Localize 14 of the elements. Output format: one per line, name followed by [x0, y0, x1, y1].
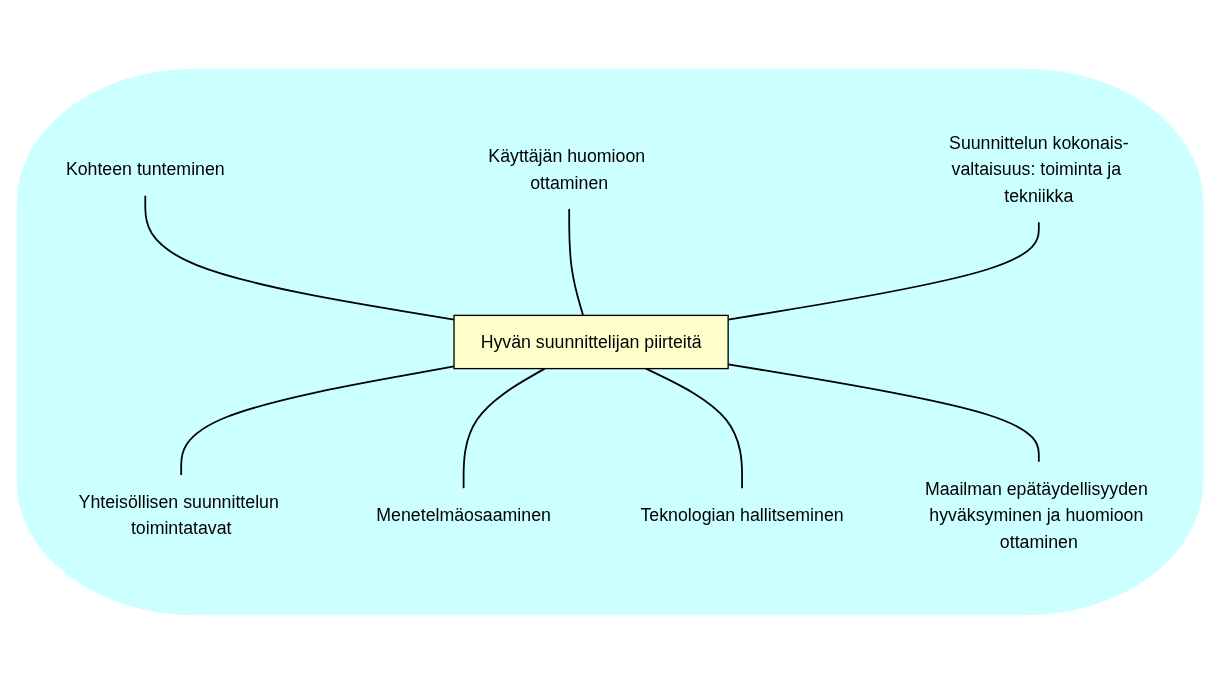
node-text: Kohteen tunteminen: [65, 159, 225, 179]
connector: [144, 194, 455, 321]
node-text: Yhteisöllisen suunnittelun toimintatavat: [78, 491, 279, 539]
connector: [645, 367, 743, 490]
connector: [180, 365, 455, 476]
node-text: Menetelmäosaaminen: [376, 505, 551, 525]
connector: [568, 208, 584, 317]
cluster: [16, 68, 1204, 616]
node-text: Teknologian hallitseminen: [640, 505, 844, 525]
node-text: Maailman epätäydellisyyden hyväksyminen ja huomioon ottaminen: [924, 478, 1148, 552]
node-box: Hyvän suunnittelijan piirteitä: [453, 314, 729, 370]
node-text: Suunnittelun kokonais-valtaisuus: toiminta ja tekniikka: [949, 132, 1129, 206]
connector: [462, 367, 546, 490]
node-text: Käyttäjän huomioon ottaminen: [488, 145, 646, 193]
